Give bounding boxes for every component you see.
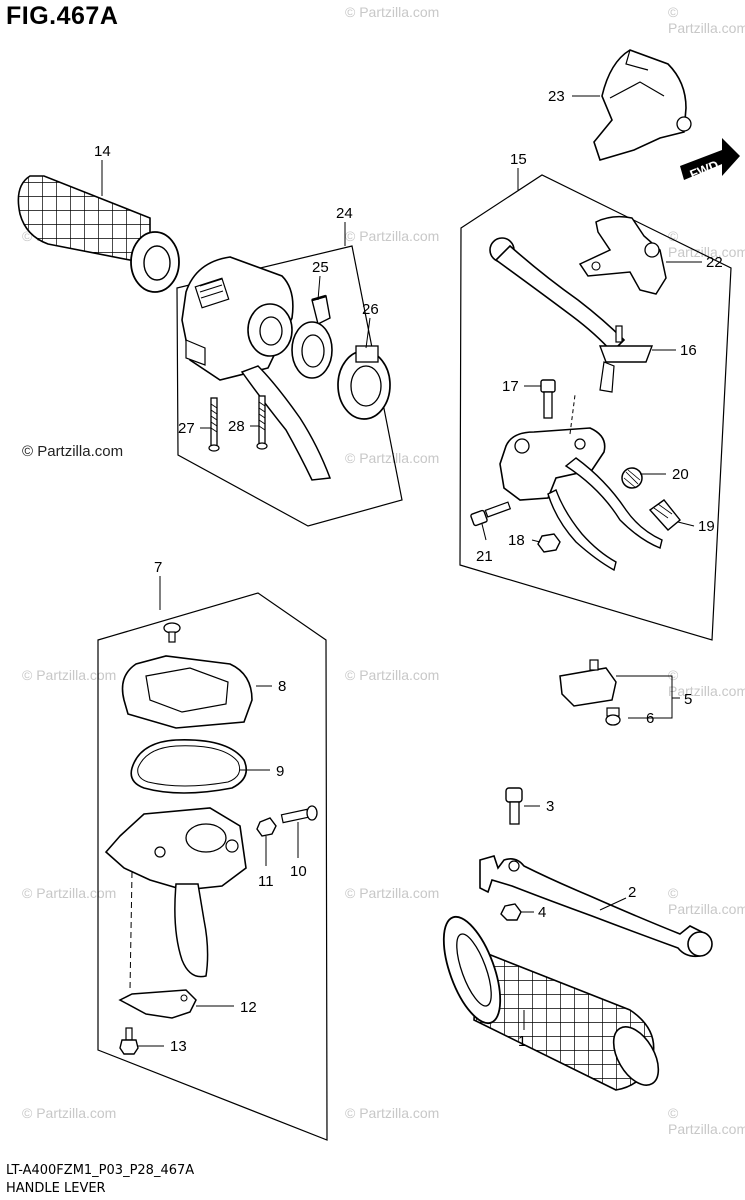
- callout-10: 10: [290, 863, 307, 880]
- callout-8: 8: [278, 678, 286, 695]
- watermark: © Partzilla.com: [345, 667, 440, 683]
- watermark: © Partzilla.com: [668, 4, 745, 36]
- lever-cover-part: [593, 49, 692, 161]
- assembly-frame-15: [459, 174, 732, 641]
- callout-14: 14: [94, 143, 111, 160]
- switch-housing-part: [181, 256, 332, 481]
- watermark: © Partzilla.com: [22, 667, 117, 683]
- screw-21-part: [470, 501, 512, 527]
- callout-20: 20: [672, 466, 689, 483]
- callout-23: 23: [548, 88, 565, 105]
- adjuster-part: [621, 467, 643, 489]
- fwd-label: FWD: [688, 157, 721, 182]
- callout-12: 12: [240, 999, 257, 1016]
- watermark: © Partzilla.com: [345, 450, 440, 466]
- nut-4-part: [500, 903, 522, 921]
- callout-7: 7: [154, 559, 162, 576]
- throttle-case-part: [104, 807, 247, 991]
- bolt-19-part: [648, 499, 681, 531]
- callout-22: 22: [706, 254, 723, 271]
- screw-27-part: [208, 397, 220, 452]
- screw-6-part: [605, 707, 621, 726]
- watermark-main: © Partzilla.com: [22, 443, 124, 460]
- callout-6: 6: [646, 710, 654, 727]
- callout-26: 26: [362, 301, 379, 318]
- watermark: © Partzilla.com: [345, 4, 440, 20]
- watermark: © Partzilla.com: [345, 228, 440, 244]
- callout-11: 11: [258, 873, 274, 890]
- watermark: © Partzilla.com: [345, 885, 440, 901]
- callout-17: 17: [502, 378, 519, 395]
- callout-27: 27: [178, 420, 195, 437]
- forward-arrow-icon: FWD: [680, 138, 740, 182]
- watermark: © Partzilla.com: [668, 667, 745, 699]
- brake-lever-part: [489, 237, 654, 393]
- callout-21: 21: [476, 548, 493, 565]
- watermark: © Partzilla.com: [22, 885, 117, 901]
- watermark: © Partzilla.com: [668, 1105, 745, 1137]
- callout-28: 28: [228, 418, 245, 435]
- callout-15: 15: [510, 151, 527, 168]
- callout-9: 9: [276, 763, 284, 780]
- watermark: © Partzilla.com: [668, 228, 745, 260]
- callout-16: 16: [680, 342, 697, 359]
- watermark: © Partzilla.com: [22, 1105, 117, 1121]
- section-name: HANDLE LEVER: [6, 1181, 106, 1196]
- model-code: LT-A400FZM1_P03_P28_467A: [6, 1163, 195, 1178]
- lever-holder-part: [499, 427, 663, 572]
- assembly-frame-7: [97, 592, 328, 1141]
- screw-top-part: [163, 622, 181, 643]
- nut-11-part: [256, 817, 277, 837]
- callout-4: 4: [538, 904, 546, 921]
- callout-2: 2: [628, 884, 636, 901]
- watermark: © Partzilla.com: [345, 1105, 440, 1121]
- throttle-cover-part: [121, 655, 253, 729]
- left-grip-part: [17, 175, 180, 293]
- callout-labels: 14 24 25 26 27 28 15 23 22 16 17 20 19 1…: [94, 88, 723, 1055]
- assembly-frame-24: [176, 245, 403, 527]
- screw-28-part: [256, 395, 268, 450]
- collar-part: [337, 345, 391, 420]
- bolt-3-part: [505, 787, 523, 825]
- watermark: © Partzilla.com: [668, 885, 745, 917]
- callout-25: 25: [312, 259, 329, 276]
- callout-18: 18: [508, 532, 525, 549]
- screw-10-part: [280, 805, 318, 824]
- callout-13: 13: [170, 1038, 187, 1055]
- front-brake-lever-part: [479, 855, 713, 958]
- callout-1: 1: [518, 1033, 526, 1050]
- callout-3: 3: [546, 798, 554, 815]
- gasket-part: [130, 739, 248, 794]
- choke-lever-part: [291, 294, 333, 379]
- callout-24: 24: [336, 205, 353, 222]
- bracket-part: [578, 215, 667, 295]
- plate-12-part: [118, 989, 197, 1019]
- nut-13-part: [119, 1027, 139, 1055]
- figure-title: FIG.467A: [6, 2, 119, 30]
- right-grip-part: [442, 915, 660, 1091]
- callout-5: 5: [684, 691, 692, 708]
- brake-switch-part: [559, 659, 617, 707]
- pivot-bolt-part: [540, 379, 556, 419]
- leader-lines: [101, 95, 702, 1047]
- callout-19: 19: [698, 518, 715, 535]
- nut-18-part: [537, 533, 561, 553]
